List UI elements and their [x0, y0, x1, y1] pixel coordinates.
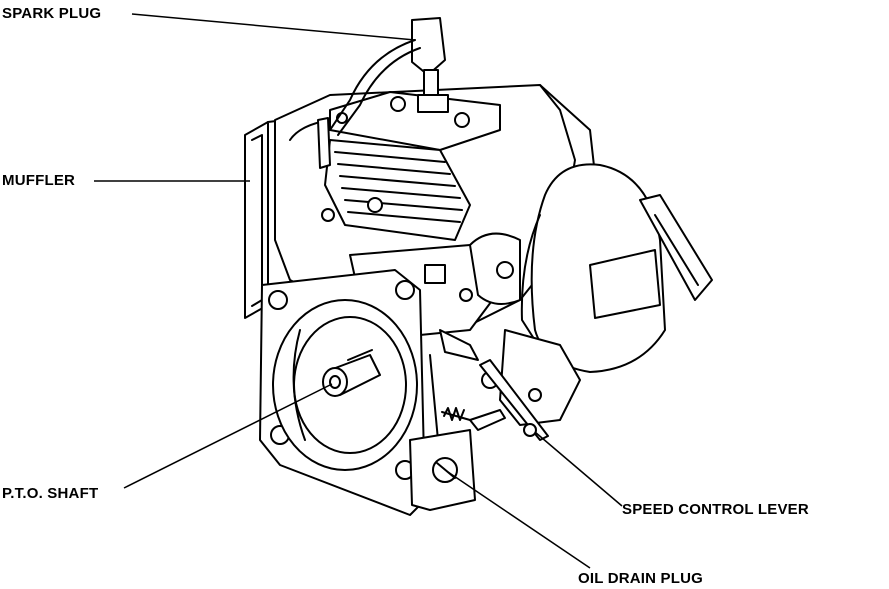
engine-base [409, 429, 476, 511]
leader-line-spark-plug [131, 13, 416, 41]
speed-control-lever [439, 329, 549, 441]
spark-plug-label: SPARK PLUG [2, 5, 102, 22]
pto-shaft [322, 349, 381, 397]
oil-drain-plug-label: OIL DRAIN PLUG [578, 570, 704, 587]
pto-shaft-label: P.T.O. SHAFT [2, 485, 99, 502]
leader-line-speed-control [534, 431, 623, 507]
leader-line-oil-drain [447, 471, 591, 569]
cooling-fins [321, 139, 471, 241]
recoil-starter [520, 163, 713, 373]
muffler-label: MUFFLER [2, 172, 76, 189]
leader-line-pto-shaft [123, 383, 333, 489]
spark-plug [317, 17, 449, 169]
speed-control-lever-label: SPEED CONTROL LEVER [622, 501, 809, 518]
governor-link [429, 354, 471, 441]
